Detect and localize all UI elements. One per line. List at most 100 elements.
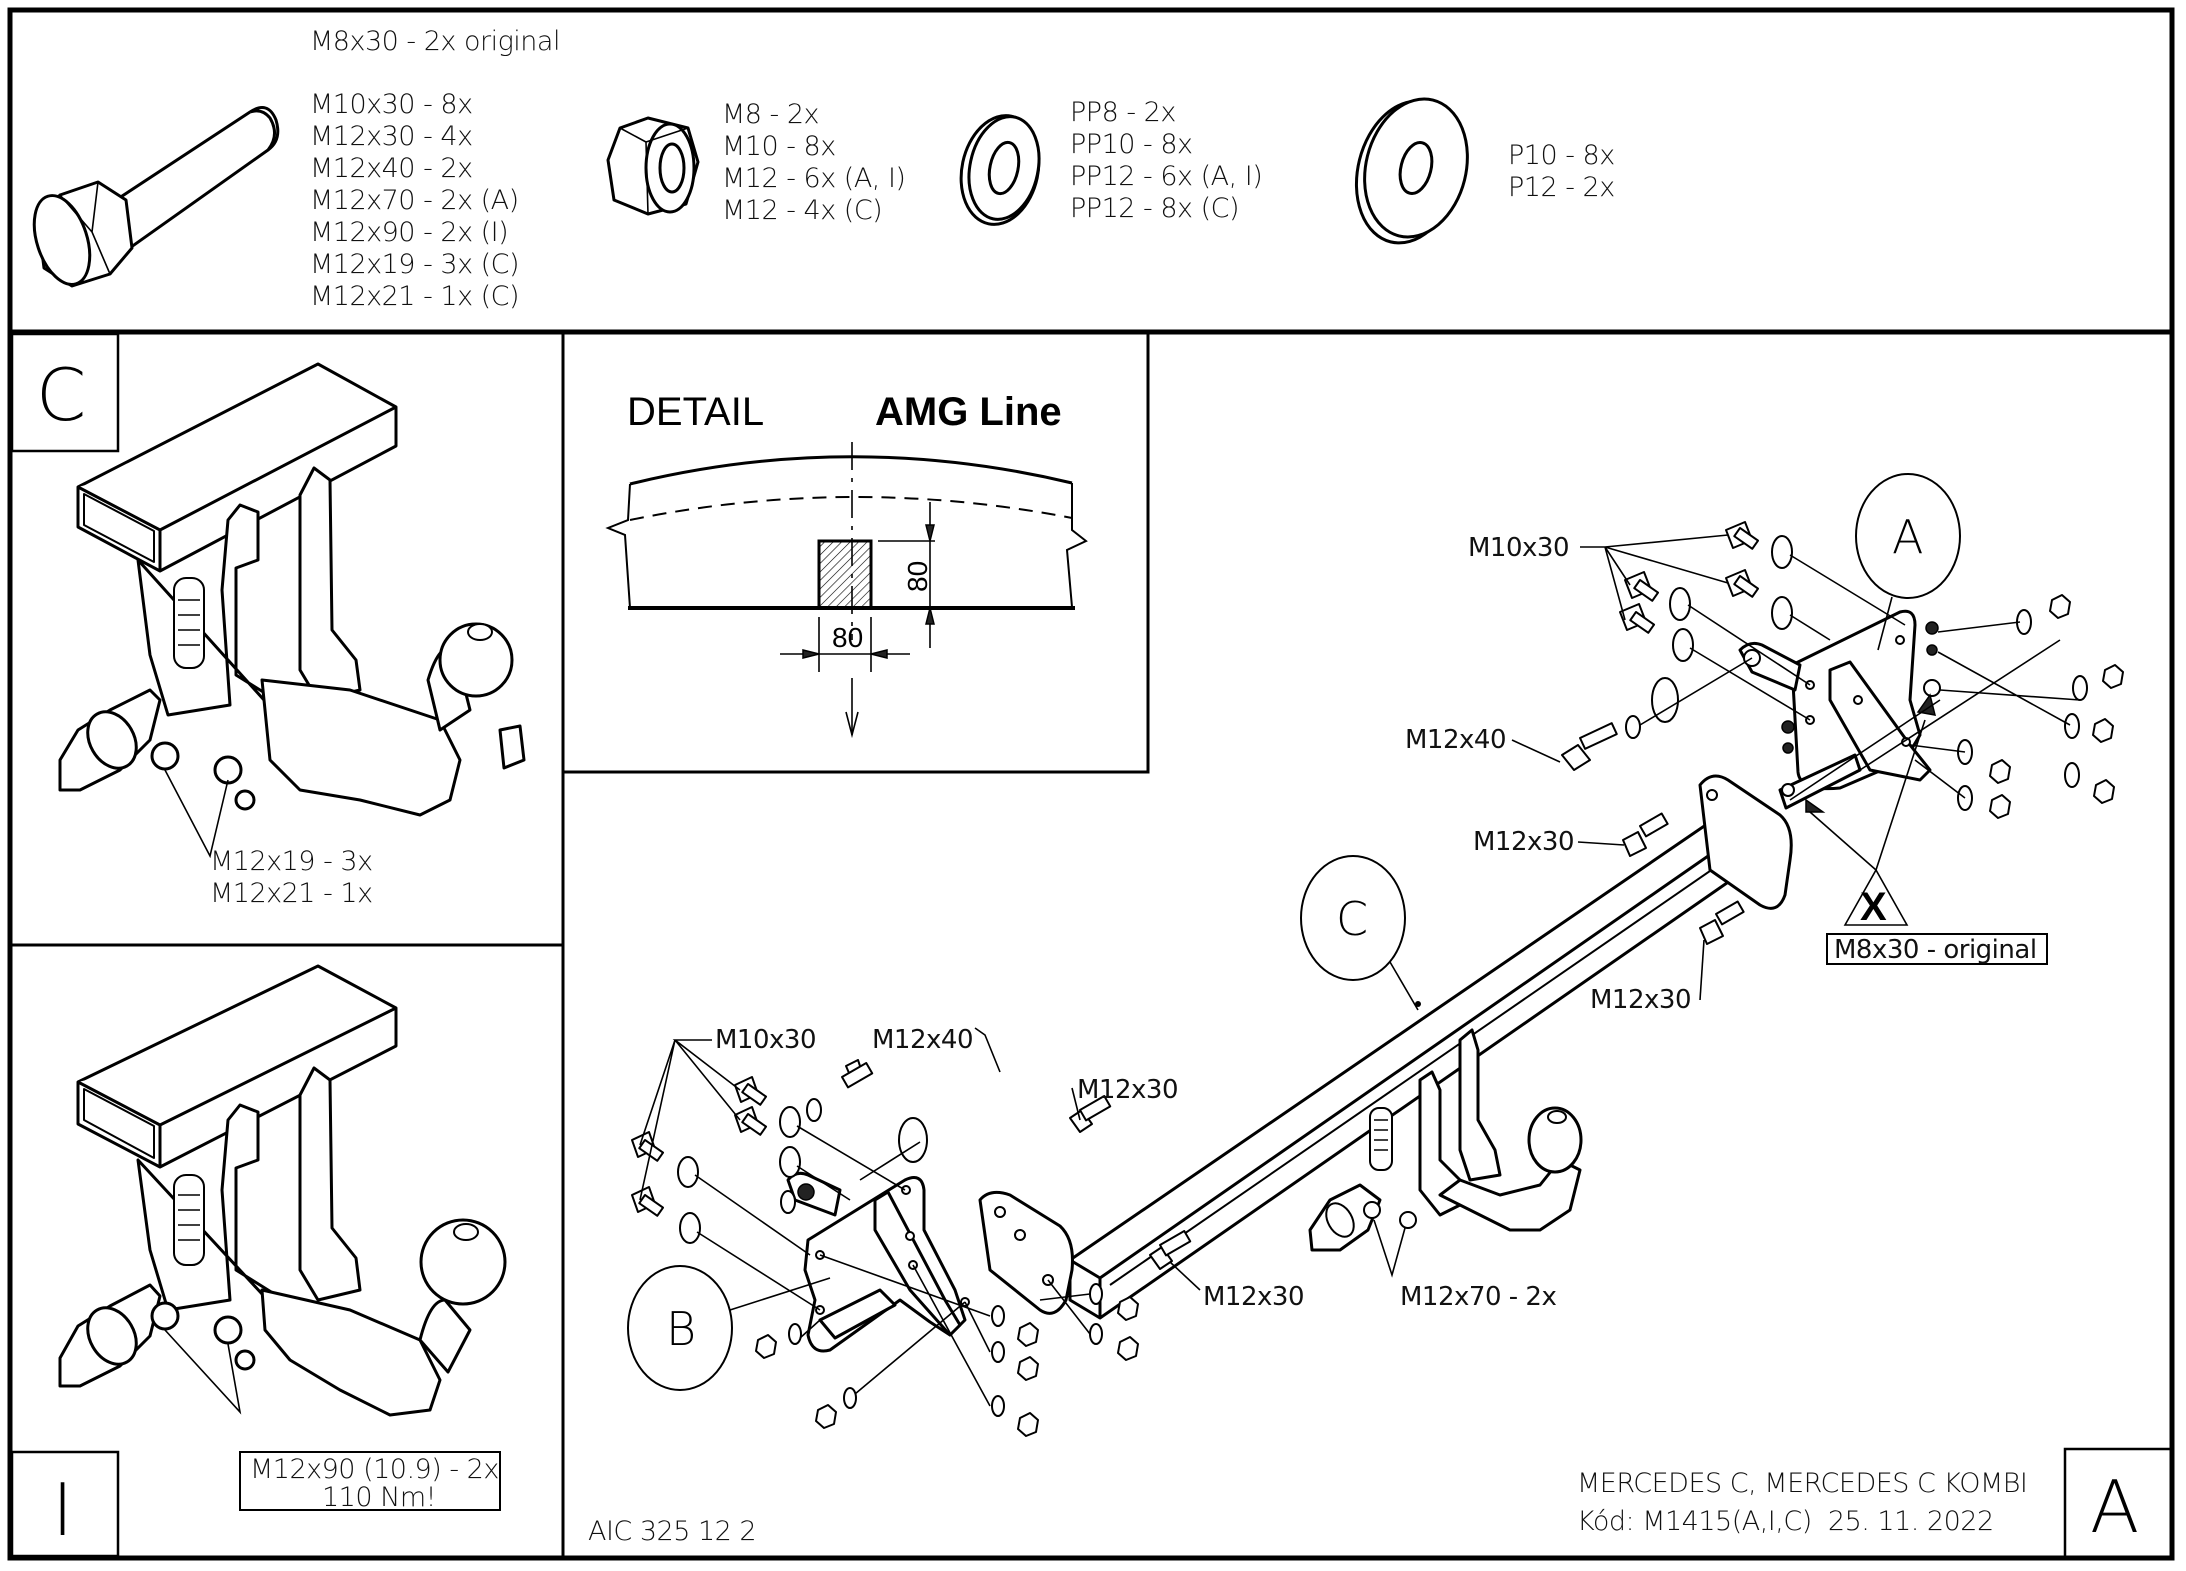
spring-washer-list: PP8 - 2x PP10 - 8x PP12 - 6x (A, I) PP12…: [1070, 97, 1263, 224]
hardware-list: M8x30 - 2x original M10x30 - 8x M12x30 -…: [32, 26, 1615, 312]
nut-icon: [755, 1334, 777, 1359]
nut-icon: [2102, 664, 2124, 689]
bracket-a: [1738, 609, 1941, 813]
label-m12x70: M12x70 - 2x: [1400, 1282, 1556, 1312]
bracket-a-fasteners: [1561, 521, 2124, 945]
right-flange: [1698, 774, 1793, 910]
panel-c-label-box: [10, 332, 120, 453]
nut-icon: [1017, 1356, 1039, 1381]
label-m10x30-left: M10x30: [715, 1025, 816, 1055]
label-m12x30-left-bottom: M12x30: [1203, 1282, 1304, 1312]
drawing-number: AIC 325 12 2: [588, 1516, 756, 1547]
bolt-icon: [841, 1059, 874, 1089]
nut-icon: [1989, 759, 2011, 784]
bolt-list-item: M12x19 - 3x (C): [310, 249, 519, 280]
panel-c-note: M12x21 - 1x: [210, 878, 373, 909]
label-m10x30-right: M10x30: [1468, 533, 1569, 563]
original-bolt-box-label: M8x30 - original: [1834, 935, 2037, 965]
outer-frame: [7, 7, 2175, 1561]
bolt-list-item: M10x30 - 8x: [310, 89, 473, 120]
bolt-icon: [1622, 812, 1669, 857]
flat-washer-list-item: P12 - 2x: [1508, 172, 1615, 203]
nut-icon: [1017, 1412, 1039, 1437]
nut-icon: [2049, 594, 2071, 619]
bolt-icon: [1725, 569, 1760, 598]
detail-title: DETAIL: [627, 390, 764, 434]
label-m12x30-right-bottom: M12x30: [1590, 985, 1691, 1015]
bolt-icon: [32, 106, 280, 288]
nut-icon: [815, 1404, 837, 1429]
variant-label: A: [2090, 1465, 2139, 1549]
nut-icon: [2093, 779, 2115, 804]
hatched-cutout: [817, 539, 873, 610]
bolt-icon: [734, 1106, 768, 1136]
ball-neck-a: [1308, 1028, 1583, 1278]
torque-note-value: 110 Nm!: [322, 1482, 436, 1513]
main-assembly: A B C X M8x30 - original M10x30 M12x40 M…: [627, 473, 2124, 1437]
panel-i-label-box: [10, 1450, 120, 1558]
original-bolt-note: M8x30 - 2x original: [310, 26, 560, 57]
nut-icon: [1117, 1296, 1139, 1321]
detail-subtitle: AMG Line: [875, 390, 1062, 434]
nut-list: M8 - 2x M10 - 8x M12 - 6x (A, I) M12 - 4…: [722, 99, 906, 226]
callout-c: C: [1300, 855, 1421, 1011]
left-flange: [978, 1190, 1074, 1315]
callout-c-label: C: [1336, 892, 1368, 946]
bolt-icon: [734, 1076, 768, 1106]
label-m12x40-left: M12x40: [872, 1025, 973, 1055]
callout-b: B: [627, 1265, 831, 1391]
callout-a-label: A: [1892, 510, 1923, 564]
bolt-list-item: M12x30 - 4x: [310, 121, 473, 152]
spring-washer-list-item: PP8 - 2x: [1070, 97, 1176, 128]
bolt-icon: [1561, 722, 1618, 771]
bolt-icon: [1619, 603, 1656, 634]
panel-c-note: M12x19 - 3x: [210, 846, 373, 877]
label-m12x30-right-top: M12x30: [1473, 827, 1574, 857]
bolt-list: M10x30 - 8x M12x30 - 4x M12x40 - 2x M12x…: [310, 89, 520, 312]
nut-icon: [606, 116, 700, 216]
detail-dim-height: 80: [902, 561, 933, 592]
detail-x-marker: X: [1809, 719, 1926, 929]
label-m12x40-right: M12x40: [1405, 725, 1506, 755]
original-bolt-box: [1826, 933, 2048, 965]
bumper-outline: [629, 455, 1073, 486]
callout-b-label: B: [666, 1302, 696, 1356]
nut-list-item: M10 - 8x: [722, 131, 836, 162]
callout-a: A: [1855, 473, 1961, 651]
bolt-icon: [1149, 1230, 1192, 1270]
product-code-date: Kód: M1415(A,I,C) 25. 11. 2022: [1577, 1506, 1994, 1537]
spring-washer-list-item: PP12 - 6x (A, I): [1070, 161, 1262, 192]
bumper-inner-dashed: [629, 496, 1073, 521]
bracket-b-fasteners: [631, 1059, 1192, 1437]
bracket-b: [786, 1171, 970, 1353]
towbar-fixed-illustration: [58, 964, 507, 1417]
bolt-icon: [631, 1186, 665, 1217]
variant-label-box: [2063, 1447, 2174, 1560]
flat-washer-list: P10 - 8x P12 - 2x: [1508, 140, 1615, 203]
nut-icon: [1989, 794, 2011, 819]
flat-washer-icon: [1354, 97, 1469, 245]
bolt-list-item: M12x70 - 2x (A): [310, 185, 519, 216]
flat-washer-list-item: P10 - 8x: [1508, 140, 1615, 171]
panel-i: M12x90 (10.9) - 2x 110 Nm! I: [10, 964, 507, 1558]
nut-list-item: M8 - 2x: [722, 99, 819, 130]
bolt-icon: [1624, 571, 1660, 602]
panel-c: C M: [10, 332, 526, 909]
towbar-detachable-illustration: [58, 362, 526, 859]
torque-note-box: [239, 1451, 501, 1511]
panel-c-label: C: [36, 353, 86, 437]
detail-dim-width: 80: [832, 622, 863, 653]
bolt-list-item: M12x40 - 2x: [310, 153, 473, 184]
torque-note-bolt: M12x90 (10.9) - 2x: [250, 1454, 499, 1485]
detail-amg-line: DETAIL AMG Line 80 80: [605, 390, 1088, 739]
detail-x-label: X: [1860, 885, 1887, 929]
nut-list-item: M12 - 6x (A, I): [722, 163, 905, 194]
nut-icon: [1017, 1322, 1039, 1347]
spring-washer-icon: [959, 114, 1041, 226]
spring-washer-list-item: PP10 - 8x: [1070, 129, 1192, 160]
bolt-list-item: M12x21 - 1x (C): [310, 281, 519, 312]
nut-icon: [1117, 1336, 1139, 1361]
bolt-icon: [631, 1131, 665, 1162]
nut-icon: [2092, 718, 2114, 743]
